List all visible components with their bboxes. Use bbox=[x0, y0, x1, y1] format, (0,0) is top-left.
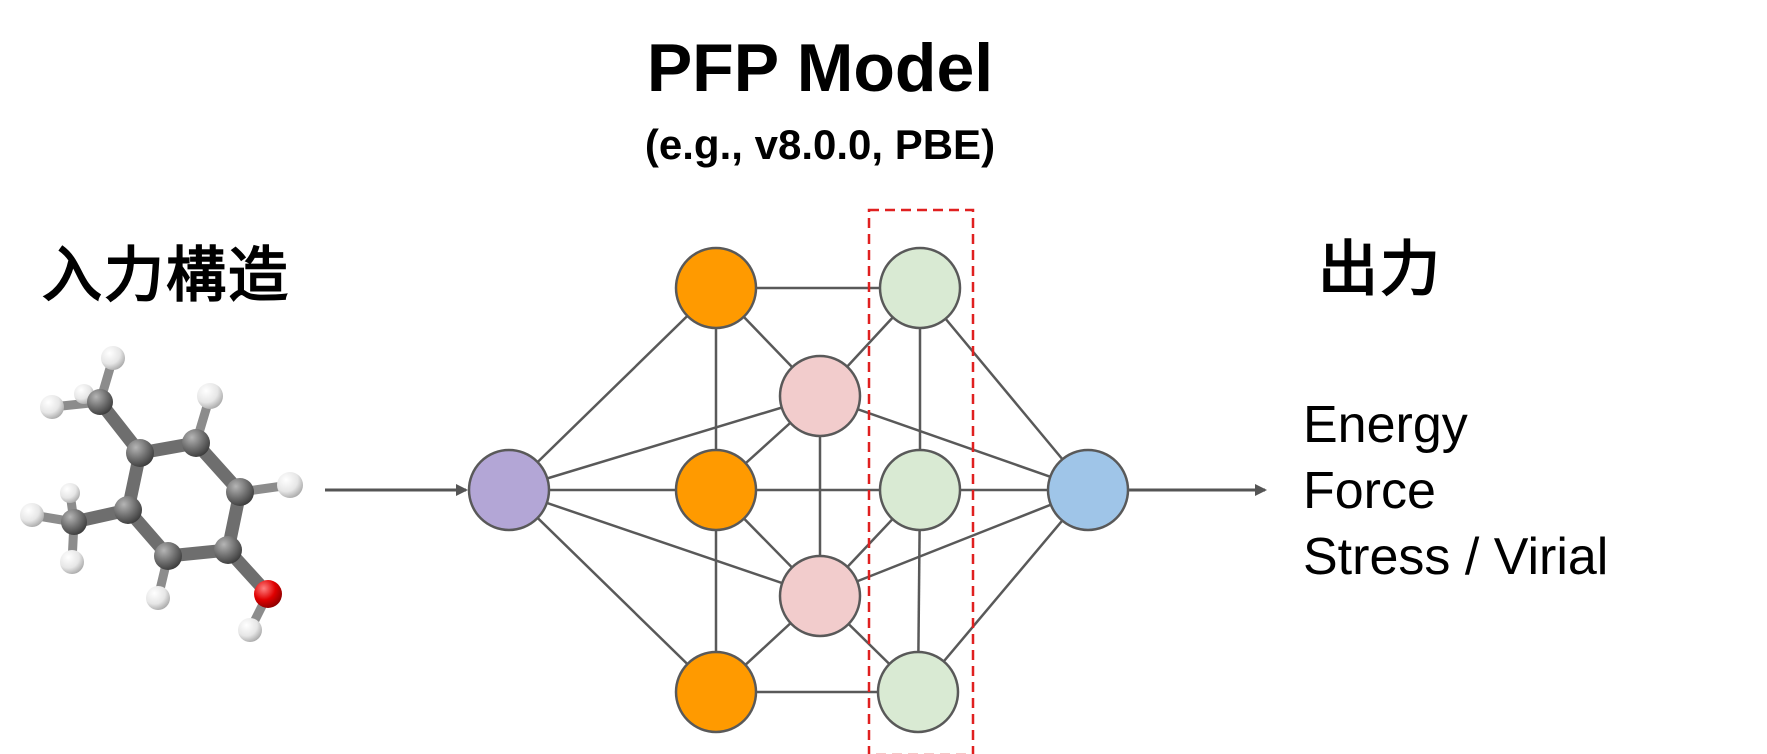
output-node bbox=[1046, 448, 1130, 532]
hidden-node-l3-bottom bbox=[876, 650, 960, 734]
hidden-node-l2-top bbox=[778, 354, 862, 438]
network-edges bbox=[508, 286, 1089, 694]
highlight-box bbox=[867, 208, 975, 754]
output-item-force: Force bbox=[1303, 462, 1436, 520]
page-title: PFP Model bbox=[646, 30, 994, 106]
hidden-node-l1-mid bbox=[674, 448, 758, 532]
molecule-3d-icon bbox=[20, 346, 303, 642]
hidden-node-l3-top bbox=[878, 246, 962, 330]
output-list: Energy Force Stress / Virial bbox=[1303, 392, 1608, 590]
output-item-stress-virial: Stress / Virial bbox=[1303, 528, 1609, 586]
input-node bbox=[467, 448, 551, 532]
hidden-node-l1-bottom bbox=[674, 650, 758, 734]
input-structure-label: 入力構造 bbox=[42, 242, 290, 309]
output-label: 出力 bbox=[1318, 236, 1442, 303]
network-nodes bbox=[467, 246, 1130, 734]
hidden-node-l2-bottom bbox=[778, 554, 862, 638]
hidden-node-l3-mid bbox=[878, 448, 962, 532]
page-subtitle: (e.g., v8.0.0, PBE) bbox=[644, 121, 996, 168]
output-item-energy: Energy bbox=[1303, 396, 1468, 454]
hidden-node-l1-top bbox=[674, 246, 758, 330]
